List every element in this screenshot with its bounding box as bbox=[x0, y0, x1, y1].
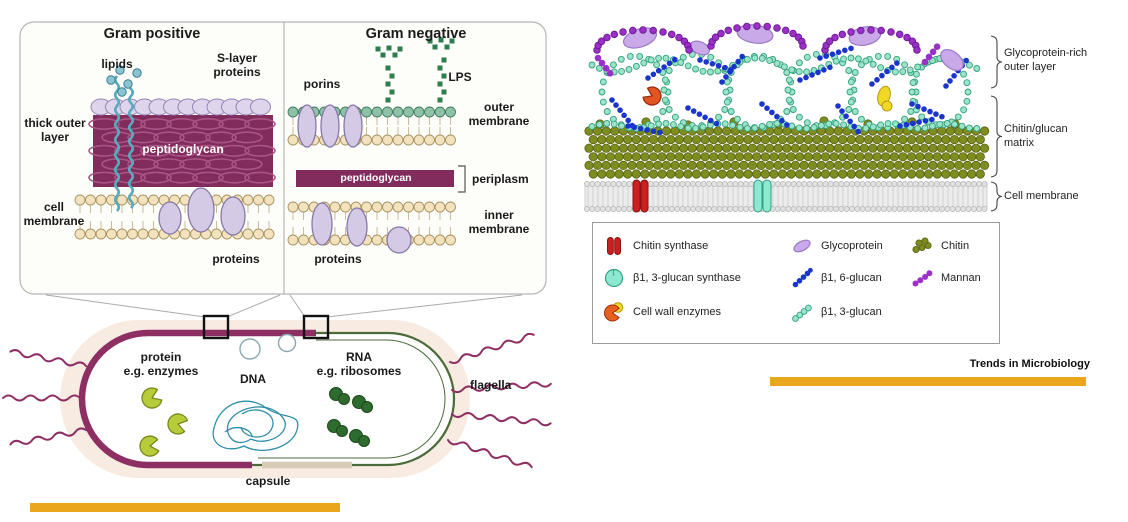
b13-glucan-icon bbox=[792, 304, 812, 322]
label-inner-membrane: inner membrane bbox=[468, 208, 530, 237]
legend-item-b13-synthase: β1, 3-glucan synthase bbox=[603, 267, 741, 289]
label-s-layer-proteins: S-layer proteins bbox=[213, 51, 261, 80]
gp-membrane-proteins bbox=[158, 187, 246, 236]
plasmid-circles bbox=[239, 333, 297, 360]
label-lipids: lipids bbox=[101, 57, 133, 71]
legend-label: Chitin bbox=[941, 240, 970, 252]
fw-mannan bbox=[593, 22, 941, 77]
zoom-squares bbox=[202, 314, 330, 340]
layer-braces bbox=[990, 35, 1003, 212]
label-outer-membrane: outer membrane bbox=[468, 100, 530, 129]
label-flagella: flagella bbox=[470, 378, 512, 392]
legend-item-cell-wall-enzymes: Cell wall enzymes bbox=[603, 301, 721, 323]
label-cell-membrane-fungal: Cell membrane bbox=[1004, 190, 1079, 202]
legend-item-chitin: Chitin bbox=[911, 235, 969, 257]
b16-glucan-icon bbox=[792, 267, 813, 288]
legend-item-glycoprotein: Glycoprotein bbox=[791, 235, 883, 257]
mannan-icon bbox=[912, 270, 933, 287]
label-proteins-gp: proteins bbox=[212, 252, 260, 266]
cell-wall-enzymes-icon bbox=[603, 302, 624, 322]
label-rna-ribosomes: RNA e.g. ribosomes bbox=[316, 350, 402, 379]
b13-glucan-synthase-icon bbox=[604, 268, 624, 288]
label-proteins-gn: proteins bbox=[314, 252, 362, 266]
gram-positive-title: Gram positive bbox=[103, 26, 201, 42]
ribosomes bbox=[327, 387, 373, 447]
periplasm-bracket bbox=[458, 165, 466, 193]
legend-label: Glycoprotein bbox=[821, 240, 883, 252]
gram-panels bbox=[19, 21, 547, 318]
gn-membrane-proteins bbox=[311, 202, 412, 254]
legend-label: Chitin synthase bbox=[633, 240, 709, 252]
glycoprotein-icon bbox=[793, 239, 811, 253]
legend-item-mannan: Mannan bbox=[911, 267, 981, 289]
fw-chitin-matrix bbox=[584, 116, 990, 179]
label-dna: DNA bbox=[240, 372, 266, 386]
legend-item-b13-glucan: β1, 3-glucan bbox=[791, 301, 882, 323]
gn-peptidoglycan-band bbox=[296, 170, 454, 187]
label-periplasm: periplasm bbox=[472, 172, 529, 186]
label-capsule: capsule bbox=[245, 474, 291, 488]
legend-item-b16-glucan: β1, 6-glucan bbox=[791, 267, 882, 289]
gp-lipoteichoic-acid bbox=[106, 65, 142, 212]
attribution: Trends in Microbiology bbox=[969, 358, 1090, 370]
legend-box: Chitin synthase β1, 3-glucan synthase Ce… bbox=[592, 222, 1000, 344]
legend-label: Cell wall enzymes bbox=[633, 306, 722, 318]
label-cell-membrane: cell membrane bbox=[23, 200, 85, 229]
legend-label: β1, 3-glucan bbox=[821, 306, 882, 318]
fw-wall-enzymes bbox=[642, 85, 893, 112]
enzyme-proteins bbox=[139, 387, 189, 457]
legend-label: Mannan bbox=[941, 272, 981, 284]
legend-label: β1, 6-glucan bbox=[821, 272, 882, 284]
chitin-icon bbox=[912, 237, 932, 254]
gram-negative-title: Gram negative bbox=[365, 26, 467, 42]
fw-cell-membrane bbox=[584, 181, 988, 212]
highlight-bar-left bbox=[30, 503, 340, 512]
label-peptidoglycan-gp: peptidoglycan bbox=[142, 142, 224, 156]
label-chitin-glucan-matrix: Chitin/glucan matrix bbox=[1004, 123, 1068, 150]
chitin-synthase-icon bbox=[607, 237, 621, 255]
label-peptidoglycan-gn: peptidoglycan bbox=[340, 172, 412, 184]
fw-chitin-synthase bbox=[632, 179, 649, 213]
gn-lps-chains bbox=[375, 37, 455, 103]
dna-tangle bbox=[212, 400, 299, 451]
label-porins: porins bbox=[303, 77, 341, 91]
gn-porins bbox=[297, 104, 363, 148]
gp-s-layer bbox=[90, 98, 271, 116]
legend-label: β1, 3-glucan synthase bbox=[633, 272, 741, 284]
label-glycoprotein-outer-layer: Glycoprotein-rich outer layer bbox=[1004, 47, 1088, 74]
fw-glucan-synthase bbox=[753, 179, 772, 213]
flagella-lines bbox=[2, 332, 552, 469]
label-protein-enzymes: protein e.g. enzymes bbox=[123, 350, 199, 379]
label-lps: LPS bbox=[448, 70, 472, 84]
highlight-bar-right bbox=[770, 377, 1086, 386]
label-thick-outer-layer: thick outer layer bbox=[24, 116, 86, 145]
legend-item-chitin-synthase: Chitin synthase bbox=[603, 235, 708, 257]
